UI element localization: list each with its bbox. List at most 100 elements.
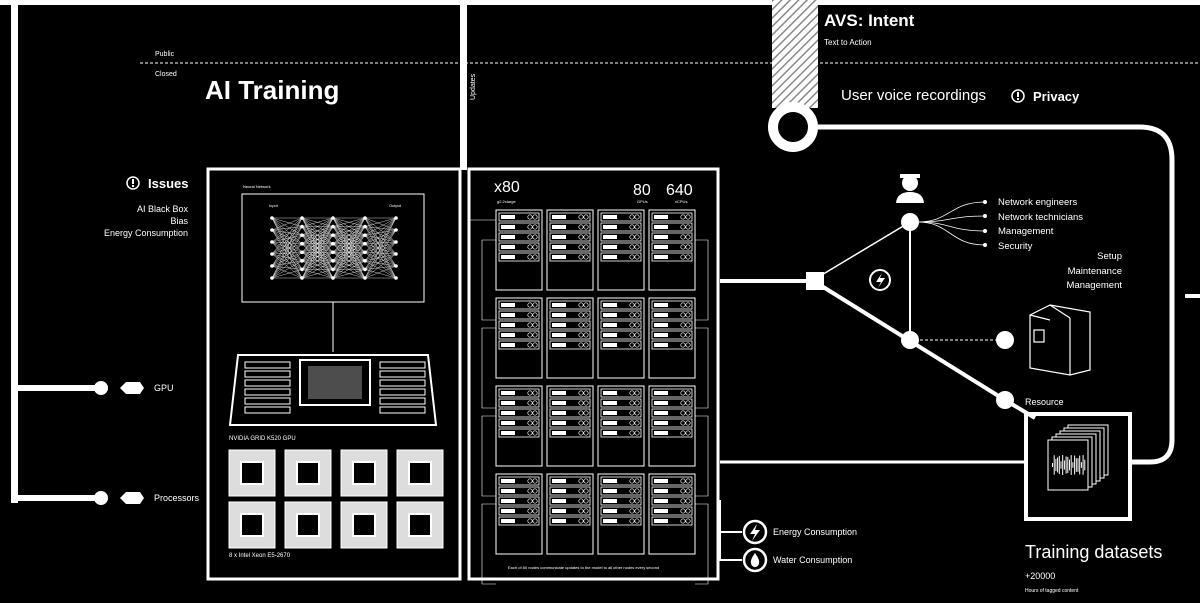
avs-subtitle: Text to Action xyxy=(824,38,872,47)
task-item: Management xyxy=(1066,280,1122,291)
role-item: Network technicians xyxy=(998,211,1084,223)
hardware-box xyxy=(206,167,462,581)
vcpus-label: vCPUs xyxy=(675,199,688,204)
cpu-chip xyxy=(228,501,276,549)
neural-network-box xyxy=(241,193,425,303)
role-item: Management xyxy=(998,226,1054,237)
task-item: Maintenance xyxy=(1067,265,1122,277)
neuron xyxy=(331,250,335,255)
cluster-footnote: Each of 80 nodes communicate updates to … xyxy=(508,565,660,570)
voice-recordings-label: User voice recordings xyxy=(841,87,987,104)
water-consumption-label: Water Consumption xyxy=(773,555,853,565)
resource-label: Resource xyxy=(1025,397,1064,407)
server-rack xyxy=(597,209,645,291)
neuron xyxy=(363,241,367,246)
energy-consumption-label: Energy Consumption xyxy=(773,527,858,537)
voice-flow-line xyxy=(815,124,1175,465)
neuron xyxy=(300,276,304,280)
server-rack xyxy=(648,209,696,291)
server-rack xyxy=(495,473,543,555)
neuron xyxy=(331,259,335,263)
water-drop-icon xyxy=(742,547,768,573)
gpus-value: 80 xyxy=(633,182,651,199)
updates-label: Updates xyxy=(470,73,477,100)
issue-item: AI Black Box xyxy=(136,204,188,214)
gpu-board-graphic xyxy=(228,354,438,426)
neuron xyxy=(331,241,335,246)
audio-files-icon xyxy=(1047,424,1109,491)
issues-title: Issues xyxy=(148,176,189,191)
gpu-plug-icon xyxy=(120,382,144,394)
neuron xyxy=(363,233,367,237)
neuron xyxy=(394,276,398,280)
energy-small-icon xyxy=(869,269,891,291)
server-cabinet-icon xyxy=(1029,304,1091,376)
cpu-chip xyxy=(396,501,444,549)
datasets-value: +20000 xyxy=(1025,571,1056,581)
gpu-connector xyxy=(11,385,101,391)
neuron xyxy=(331,267,335,272)
neuron xyxy=(270,216,274,220)
neuron xyxy=(394,264,398,268)
hub-people-link xyxy=(819,221,911,277)
processors-node xyxy=(94,491,108,505)
neuron xyxy=(363,224,367,229)
resource-box xyxy=(1024,412,1132,521)
neuron xyxy=(394,216,398,220)
gpu-label: GPU xyxy=(154,383,174,393)
neural-network-graphic xyxy=(270,216,398,280)
top-border xyxy=(0,0,1200,5)
neuron xyxy=(300,259,304,263)
server-rack xyxy=(597,473,645,555)
processors-label: Processors xyxy=(154,493,200,503)
server-rack xyxy=(495,385,543,467)
page-title: AI Training xyxy=(205,75,340,105)
ops-node xyxy=(901,331,919,349)
neuron xyxy=(270,264,274,268)
public-label: Public xyxy=(155,51,175,58)
roles-list: Network engineers Network technicians Ma… xyxy=(998,196,1083,254)
processors-connector xyxy=(11,495,101,501)
neuron xyxy=(270,276,274,280)
neuron xyxy=(394,228,398,232)
server-rack xyxy=(648,385,696,467)
role-item: Network engineers xyxy=(998,197,1078,208)
server-rack xyxy=(495,297,543,379)
cpu-grid xyxy=(228,449,444,549)
server-rack xyxy=(648,473,696,555)
neuron xyxy=(331,233,335,237)
output-label: Output xyxy=(389,203,402,208)
server-racks xyxy=(469,209,709,585)
role-item: Security xyxy=(998,240,1033,252)
neuron xyxy=(300,267,304,272)
server-rack xyxy=(648,297,696,379)
neuron xyxy=(363,250,367,255)
instance-type: g2.2xlarge xyxy=(497,199,516,204)
avs-ring xyxy=(768,102,818,152)
neuron xyxy=(270,228,274,232)
neuron xyxy=(300,250,304,255)
server-rack xyxy=(546,209,594,291)
privacy-label[interactable]: Privacy xyxy=(1033,89,1080,104)
gpu-node xyxy=(94,381,108,395)
node-count: x80 xyxy=(494,179,520,196)
neuron xyxy=(363,267,367,272)
left-rail xyxy=(11,0,18,503)
issue-item: Energy Consumption xyxy=(103,228,188,238)
server-rack xyxy=(597,385,645,467)
neuron xyxy=(363,259,367,263)
neuron xyxy=(300,216,304,220)
cpu-chip xyxy=(340,501,388,549)
neuron xyxy=(270,240,274,244)
cpu-chip xyxy=(284,501,332,549)
neuron xyxy=(394,240,398,244)
engineer-icon xyxy=(896,174,924,203)
neuron xyxy=(363,216,367,220)
server-rack xyxy=(495,209,543,291)
resource-node xyxy=(996,391,1014,409)
vcpus-value: 640 xyxy=(666,182,693,199)
cluster-box xyxy=(467,167,720,581)
privacy-alert-icon xyxy=(1011,89,1025,103)
neuron xyxy=(331,276,335,280)
